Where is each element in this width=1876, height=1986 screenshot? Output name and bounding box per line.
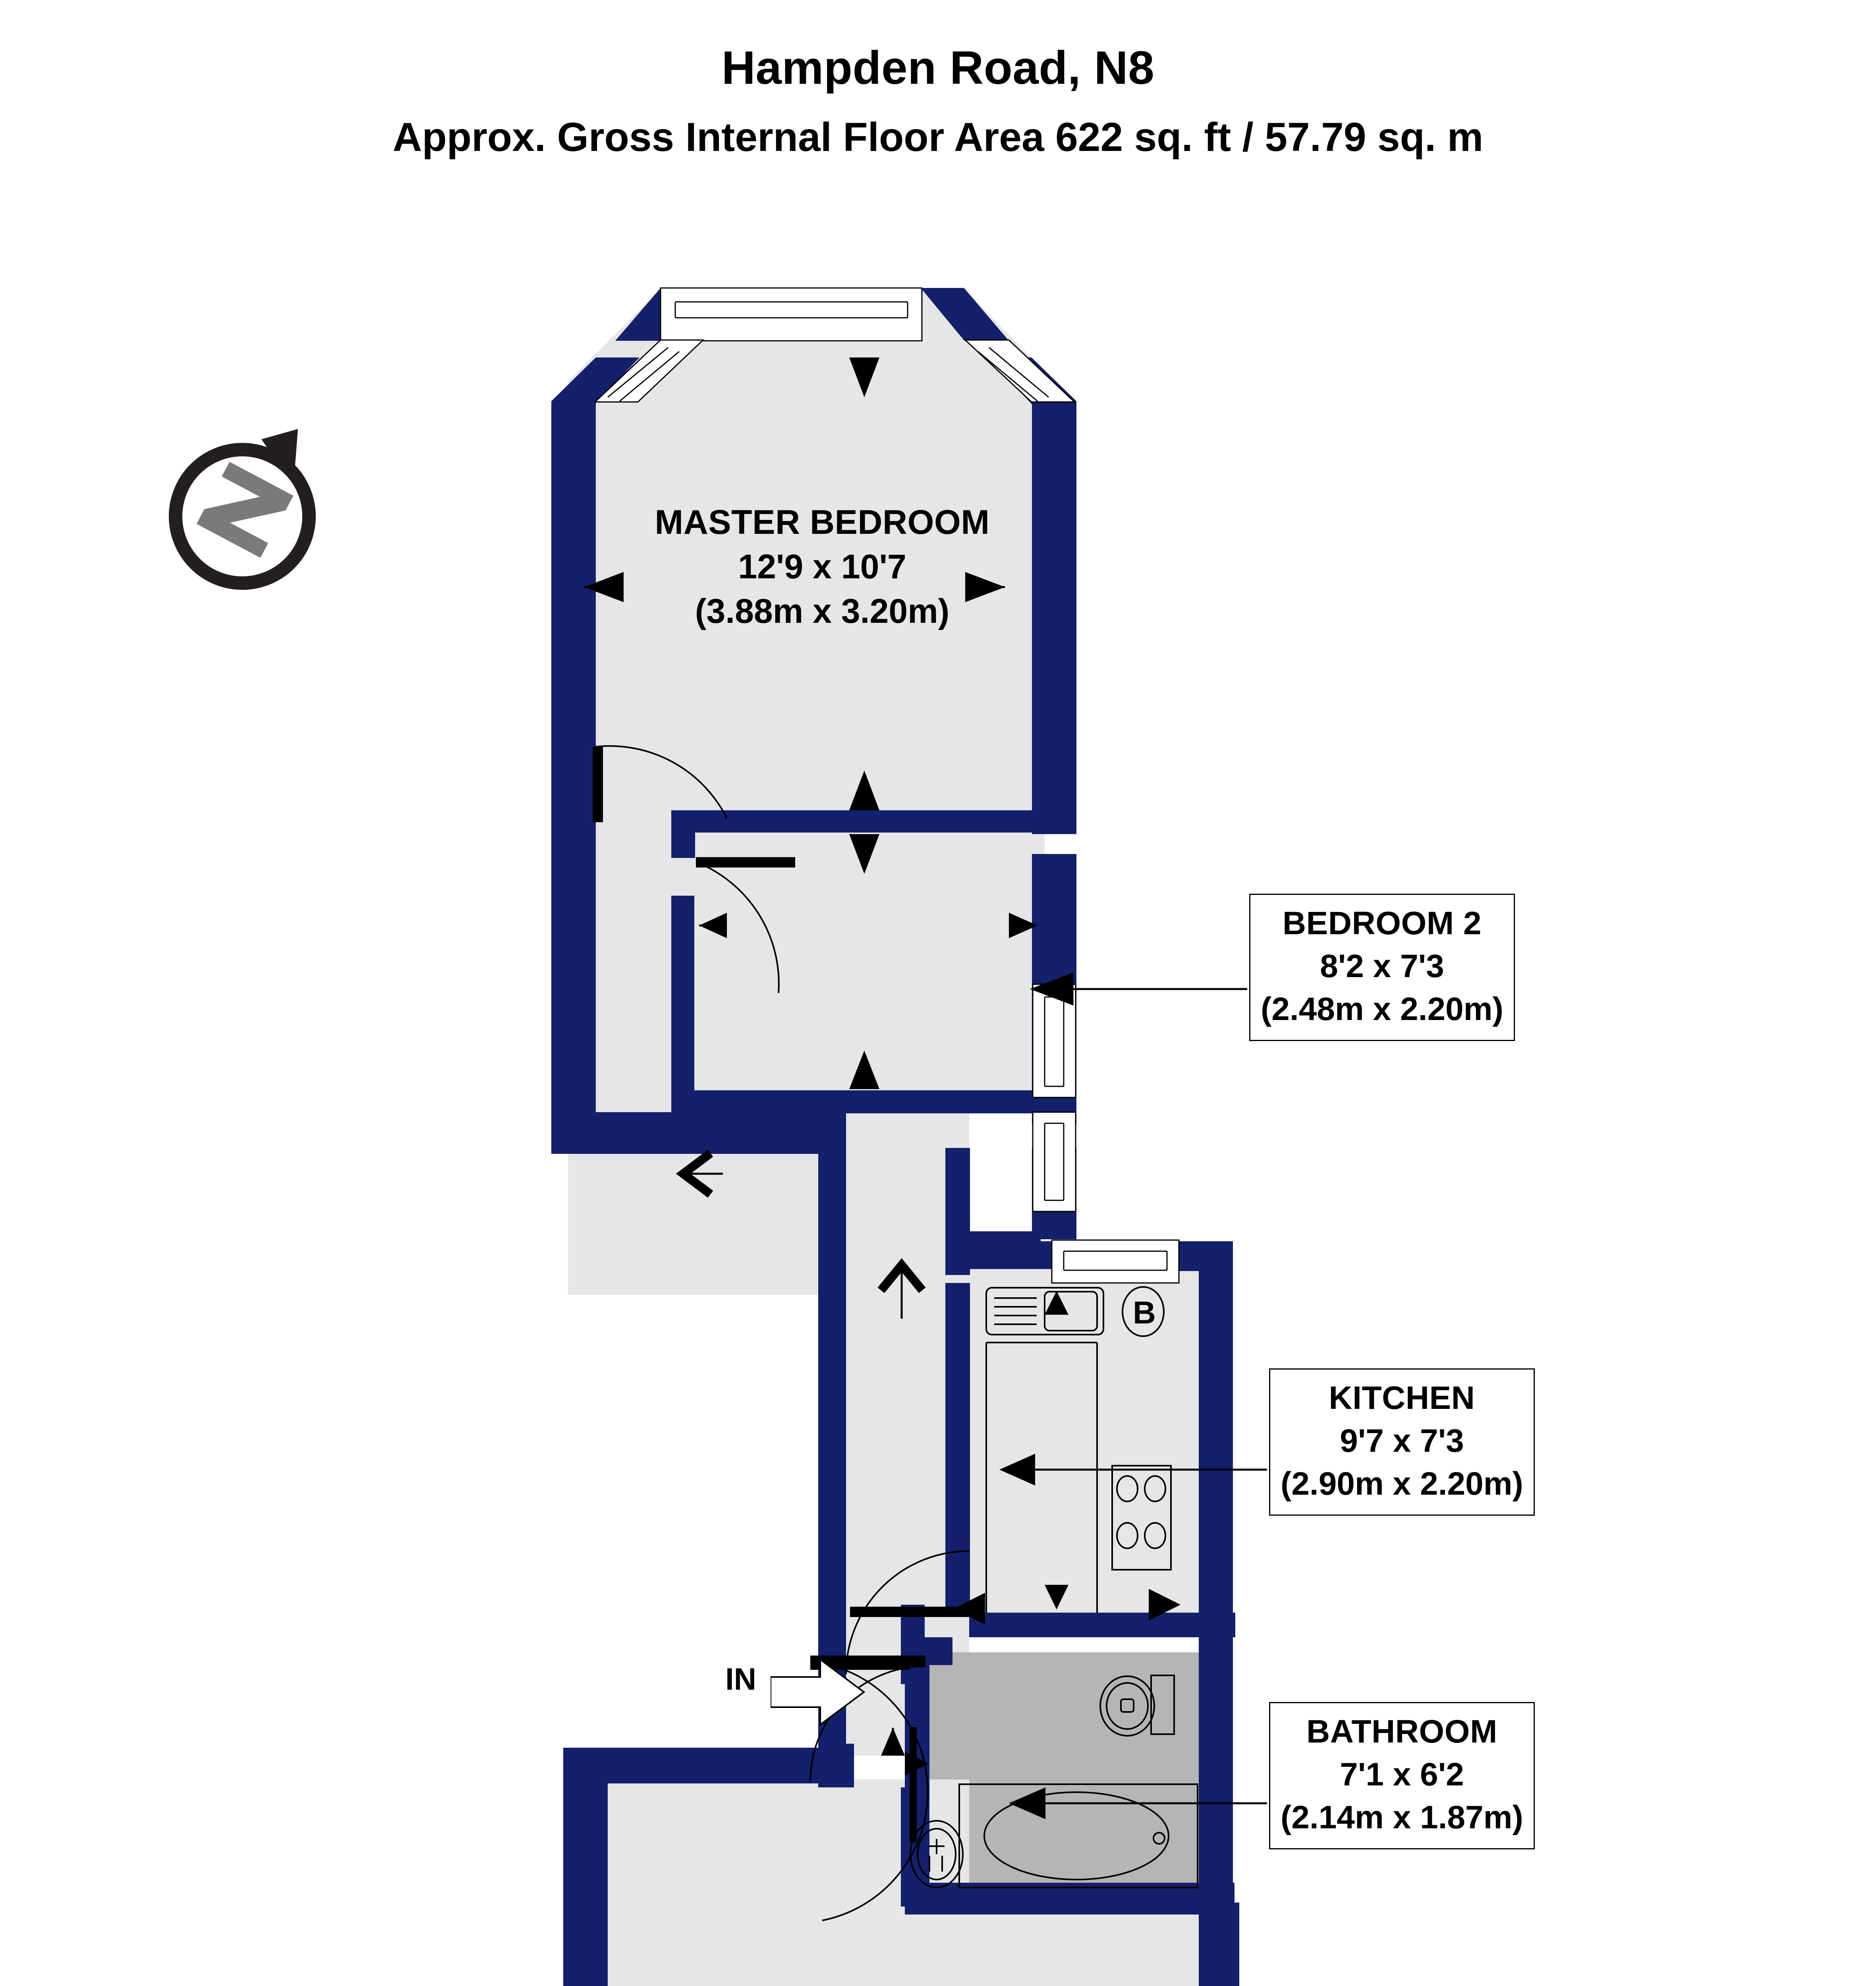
- leader-line-group: [1009, 972, 1267, 1804]
- wall-bedroom2-left: [671, 896, 694, 1112]
- north-compass: [155, 409, 338, 600]
- entrance-arrow-icon: [770, 1656, 870, 1728]
- window-kitchen: [1051, 1239, 1180, 1284]
- wall-kitchen-top-right: [1096, 1241, 1227, 1271]
- dim-arrow-bedroom2-top: [849, 834, 879, 874]
- basin-icon: [910, 1820, 964, 1888]
- dim-arrow-kitchen-bottom: [1045, 1585, 1068, 1609]
- room-label-reception-room: RECEPTION ROOM 16'6 x 15'8 (5.00m x 4.76…: [568, 1982, 1243, 1986]
- entrance-label: IN: [725, 1661, 756, 1696]
- room-name-master-bedroom: MASTER BEDROOM: [655, 503, 990, 541]
- dim-arrow-bathroom-left: [1009, 1787, 1045, 1819]
- door-leaf-bedroom2: [696, 857, 795, 867]
- wall-bay-top-left-angle: [615, 288, 703, 341]
- dim-arrow-master-bottom: [849, 771, 879, 810]
- wall-bedroom2-bottom: [671, 1090, 1037, 1113]
- room-callout-bathroom: BATHROOM 7'1 x 6'2 (2.14m x 1.87m): [1269, 1702, 1535, 1849]
- page-title: Hampden Road, N8: [721, 42, 1155, 94]
- door-leaf-kitchen: [850, 1607, 973, 1617]
- window-master-bay-centre: [660, 287, 923, 342]
- window-master-bay-right: [964, 339, 1076, 403]
- compass-north-letter: [196, 462, 294, 558]
- dim-arrow-corridor-up: [877, 1258, 926, 1293]
- dim-arrow-entrance: [881, 1728, 905, 1756]
- wall-entrance-right-upper: [901, 1605, 925, 1684]
- wall-master-left-corner: [551, 401, 596, 433]
- room-name-bedroom-2: BEDROOM 2: [1282, 905, 1482, 941]
- wall-bathroom-top-left: [905, 1637, 952, 1665]
- wall-hall-bottom: [551, 1112, 845, 1154]
- door-jamb-entrance: [910, 1727, 917, 1842]
- wall-reception-right: [1199, 1903, 1239, 1986]
- wall-bay-left-lower-angle: [551, 357, 640, 403]
- kitchen-floor: [969, 1267, 1227, 1613]
- boiler-label: B: [1133, 1295, 1156, 1330]
- reception-floor: [564, 1779, 1200, 1986]
- wall-master-bottom: [691, 810, 1037, 833]
- bathroom-floor: [925, 1652, 1227, 1891]
- room-callout-bedroom-2: BEDROOM 2 8'2 x 7'3 (2.48m x 2.20m): [1249, 894, 1515, 1041]
- compass-needle-icon: [261, 429, 298, 481]
- wall-entrance-corner: [818, 1744, 854, 1787]
- dim-arrow-kitchen-left-lower: [953, 1593, 985, 1625]
- wall-kitchen-top-left: [969, 1241, 1068, 1269]
- room-name-kitchen: KITCHEN: [1329, 1380, 1475, 1416]
- toilet-cistern-icon: [1150, 1675, 1175, 1735]
- dim-arrow-kitchen-left: [999, 1454, 1035, 1486]
- hob-icon: [1111, 1465, 1172, 1571]
- hall-floor: [568, 1112, 969, 1688]
- dim-arrow-kitchen-top: [1045, 1291, 1068, 1315]
- room-dim-imperial-master-bedroom: 12'9 x 10'7: [738, 547, 906, 586]
- wall-corridor-right-upper: [945, 1148, 970, 1275]
- window-bedroom2: [1032, 983, 1076, 1098]
- room-dim-metric-bathroom: (2.14m x 1.87m): [1281, 1799, 1523, 1836]
- dim-arrow-master-top: [849, 357, 879, 397]
- room-name-bathroom: BATHROOM: [1306, 1714, 1497, 1750]
- room-label-master-bedroom: MASTER BEDROOM 12'9 x 10'7 (3.88m x 3.20…: [568, 500, 1076, 634]
- room-name-reception-room: RECEPTION ROOM: [568, 1982, 1243, 1986]
- wall-kitchen-corridor: [945, 1231, 1041, 1256]
- bathtub-icon: [958, 1783, 1198, 1888]
- room-callout-kitchen: KITCHEN 9'7 x 7'3 (2.90m x 2.20m): [1269, 1368, 1535, 1516]
- wall-reception-left: [563, 1779, 608, 1986]
- room-dim-imperial-kitchen: 9'7 x 7'3: [1340, 1423, 1464, 1459]
- wall-bathroom-right: [1199, 1637, 1233, 1915]
- room-dim-metric-master-bedroom: (3.88m x 3.20m): [695, 592, 950, 630]
- wall-kitchen-right: [1199, 1241, 1233, 1615]
- upper-block-floor: [568, 290, 1045, 1112]
- room-dim-metric-bedroom-2: (2.48m x 2.20m): [1261, 991, 1503, 1028]
- wall-bedroom2-right: [1032, 854, 1076, 1124]
- wall-bay-right-lower-angle: [988, 357, 1076, 404]
- floor-area-text: Approx. Gross Internal Floor Area 622 sq…: [392, 114, 1484, 160]
- compass-ring: [169, 443, 316, 590]
- toilet-bowl-icon: [1099, 1675, 1155, 1737]
- room-dim-imperial-bedroom-2: 8'2 x 7'3: [1320, 948, 1444, 985]
- window-hall: [1032, 1111, 1076, 1212]
- room-dim-imperial-bathroom: 7'1 x 6'2: [1340, 1756, 1464, 1793]
- wall-kitchen-left: [945, 1283, 970, 1617]
- dim-arrow-bedroom2-left: [699, 913, 727, 938]
- door-group: [593, 745, 973, 1921]
- fixture-group: [910, 1286, 1198, 1888]
- compass-icon: [169, 429, 316, 590]
- dim-arrow-hall-left: [676, 1149, 713, 1198]
- wall-entrance-right-lower: [901, 1787, 925, 1907]
- window-master-bay-left: [593, 339, 705, 403]
- wall-bathroom-bottom: [905, 1883, 1235, 1915]
- wall-master-bottom-stub: [671, 810, 695, 858]
- wall-bedroom2-kitchen-link: [1032, 1148, 1076, 1239]
- wall-kitchen-bottom: [969, 1613, 1235, 1637]
- dim-arrow-bedroom2-bottom: [849, 1051, 879, 1089]
- kitchen-sink-icon: [985, 1287, 1104, 1335]
- dim-arrow-bedroom2-right: [1009, 913, 1037, 938]
- door-leaf-master: [593, 747, 603, 822]
- dim-arrow-bathroom-side: [905, 1752, 929, 1775]
- wall-corridor-left-upper: [818, 1112, 846, 1366]
- wall-entrance-left: [563, 1748, 841, 1783]
- header: Hampden Road, N8 Approx. Gross Internal …: [0, 42, 1876, 160]
- wall-bay-top-right-angle: [921, 288, 1009, 341]
- dim-arrow-kitchen-right: [1149, 1589, 1180, 1621]
- wall-bathroom-left: [905, 1652, 929, 1907]
- room-dim-metric-kitchen: (2.90m x 2.20m): [1281, 1466, 1523, 1502]
